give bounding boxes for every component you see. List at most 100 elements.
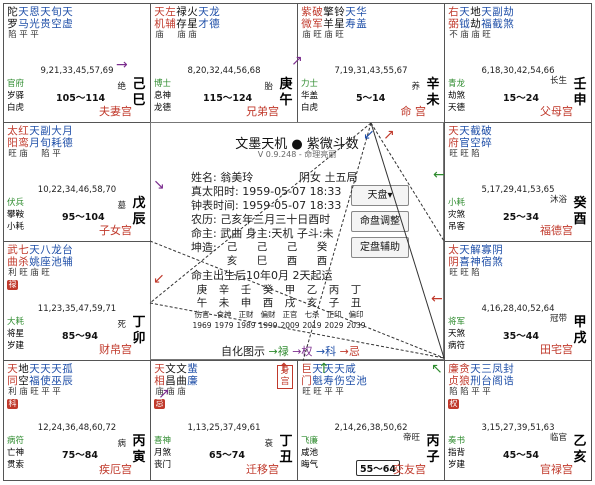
star-char: 蜚 (187, 363, 198, 375)
star-char: 寡 (481, 244, 492, 256)
star-char: 空 (470, 137, 481, 149)
age-list: 3,15,27,39,51,63 (481, 423, 555, 433)
palace-name[interactable]: 福德宫 (540, 224, 573, 237)
brightness: 旺 (313, 387, 322, 397)
star-char: 寿 (345, 18, 356, 30)
star-char: 微 (301, 18, 312, 30)
dayun-gods: 伤官食神正财偏财正官七杀正印偏印 (194, 310, 364, 319)
boshi-star: 天德 (448, 103, 466, 113)
star-char: 红 (18, 125, 29, 137)
ganzhi-stem: 己 (132, 77, 146, 92)
star-char: 劫 (470, 18, 481, 30)
star-list: 天地天天天孤同空福使巫辰利庙旺平平 (7, 363, 148, 398)
star-char: 天 (459, 6, 470, 18)
star-char: 紫 (301, 6, 312, 18)
star-char: 天 (29, 244, 40, 256)
star-char: 廉 (448, 363, 459, 375)
star-char: 星 (187, 18, 198, 30)
jiangqian-star: 亡神 (7, 448, 25, 458)
star-char: 机 (154, 18, 165, 30)
changsheng-stage: 墓 (117, 201, 126, 211)
sihua-badge: 禄 (7, 280, 18, 290)
star-char: 池 (51, 256, 62, 268)
brightness: 庙 (30, 268, 39, 278)
star-char: 煞 (492, 256, 503, 268)
boshi-star: 丧门 (154, 460, 172, 470)
palace-name[interactable]: 子女宫 (99, 224, 132, 237)
star-char: 盖 (356, 18, 367, 30)
star-char: 太 (7, 125, 18, 137)
brightness: 旺 (482, 30, 491, 40)
sihua-badge: 权 (448, 399, 459, 409)
age-list: 2,14,26,38,50,62 (334, 423, 408, 433)
ganzhi-stem: 辛 (426, 77, 440, 92)
dayun-range: 15～24 (503, 93, 539, 104)
star-char: 副 (40, 125, 51, 137)
suiqian-star: 伏兵 (7, 198, 25, 208)
star-char: 阴 (492, 244, 503, 256)
palace-name[interactable]: 迁移宫 (246, 463, 279, 476)
star-char: 弼 (448, 18, 459, 30)
brightness: 旺 (8, 149, 17, 159)
brightness: 旺 (313, 30, 322, 40)
star-list: 陀天恩天旬天罗马光贵空虚陷平平 (7, 6, 148, 41)
dayun-range: 75～84 (62, 450, 98, 461)
star-char: 天 (62, 6, 73, 18)
star-char: 太 (448, 244, 459, 256)
palace-name[interactable]: 财帛宫 (99, 343, 132, 356)
palace-name[interactable]: 命 宫 (400, 105, 427, 118)
palace-name[interactable]: 疾厄宫 (99, 463, 132, 476)
ganzhi-stem: 庚 (279, 77, 293, 92)
changsheng-stage: 长生 (549, 76, 567, 86)
changsheng-stage: 绝 (117, 82, 126, 92)
brightness: 陷 (471, 149, 480, 159)
jiangqian-star: 月煞 (154, 448, 172, 458)
star-char: 八 (40, 244, 51, 256)
ganzhi-stem: 丁 (279, 434, 293, 449)
palace-name[interactable]: 父母宫 (540, 105, 573, 118)
brightness: 庙 (324, 30, 333, 40)
star-char: 杀 (18, 256, 29, 268)
star-char: 凤 (492, 363, 503, 375)
star-char: 刑 (470, 375, 481, 387)
brightness: 庙 (155, 30, 164, 40)
star-list: 天天截破府官空碎旺旺陷 (448, 125, 589, 160)
palace-name[interactable]: 兄弟宫 (246, 105, 279, 118)
jiangqian-star: 将星 (7, 329, 25, 339)
palace-name[interactable]: 夫妻宫 (99, 105, 132, 118)
ganzhi-branch: 酉 (573, 212, 587, 227)
dayun-range[interactable]: 55～64 (356, 460, 400, 476)
star-char: 擎 (323, 6, 334, 18)
star-char: 天 (459, 125, 470, 137)
tianpan-dropdown[interactable]: 天盘▾ (351, 185, 409, 206)
star-char: 七 (18, 244, 29, 256)
star-char: 神 (470, 256, 481, 268)
brightness: 平 (52, 387, 61, 397)
flow-ji: →忌 (339, 345, 360, 358)
palace-name[interactable]: 官禄宫 (540, 463, 573, 476)
adjust-chart-button[interactable]: 命盘调整 (351, 211, 409, 232)
suiqian-star: 奏书 (448, 436, 466, 446)
star-char: 同 (7, 375, 18, 387)
brightness: 旺 (302, 387, 311, 397)
chart-assist-button[interactable]: 定盘辅助 (351, 237, 409, 258)
boshi-star: 白虎 (301, 103, 319, 113)
dayun-range: 25～34 (503, 212, 539, 223)
palace-name[interactable]: 田宅宫 (540, 343, 573, 356)
flow-ke: →科 (315, 345, 337, 358)
palace-name[interactable]: 交友宫 (393, 463, 426, 476)
